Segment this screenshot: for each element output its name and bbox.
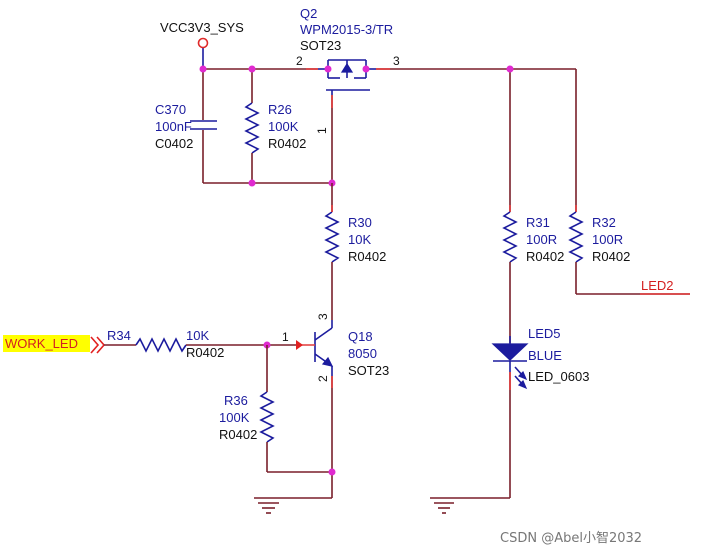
watermark: CSDN @Abel小智2032	[500, 531, 642, 546]
vcc-power-symbol	[197, 37, 209, 49]
c370-ref: C370	[155, 102, 186, 117]
r30-ref: R30	[348, 215, 372, 230]
q2-pin-2: 2	[296, 54, 303, 68]
ground-symbol-left	[254, 497, 283, 514]
r36-package: R0402	[219, 427, 257, 442]
junction-q2-source	[324, 65, 332, 73]
junction-q2-drain	[362, 65, 370, 73]
work-led-port-icon	[90, 336, 100, 354]
junction-r31	[506, 65, 514, 73]
q18-pin-1: 1	[282, 330, 289, 344]
r36-value: 100K	[219, 410, 250, 425]
r32-value: 100R	[592, 232, 623, 247]
q2-package: SOT23	[300, 38, 341, 53]
q18-base-arrow	[296, 340, 303, 350]
junction-r26-top	[248, 65, 256, 73]
r34-ref: R34	[107, 328, 131, 343]
r34-resistor-symbol	[135, 337, 187, 353]
r34-package: R0402	[186, 345, 224, 360]
q2-mosfet-symbol	[318, 59, 376, 95]
r32-ref: R32	[592, 215, 616, 230]
q18-transistor-symbol	[314, 320, 334, 376]
vcc-label: VCC3V3_SYS	[160, 20, 244, 35]
r31-resistor-symbol	[502, 211, 518, 263]
junction-vcc	[199, 65, 207, 73]
r30-resistor-symbol	[324, 211, 340, 263]
work-led-highlight	[3, 335, 90, 352]
q18-value: 8050	[348, 346, 377, 361]
r31-package: R0402	[526, 249, 564, 264]
led5-diode-symbol	[491, 336, 529, 390]
q2-pin-3: 3	[393, 54, 400, 68]
r32-resistor-symbol	[568, 211, 584, 263]
q18-package: SOT23	[348, 363, 389, 378]
r34-value: 10K	[186, 328, 209, 343]
r36-ref: R36	[224, 393, 248, 408]
r30-package: R0402	[348, 249, 386, 264]
r30-value: 10K	[348, 232, 371, 247]
junction-r26-bottom	[248, 179, 256, 187]
q2-ref: Q2	[300, 6, 317, 21]
q2-pin-1: 1	[315, 127, 329, 134]
led5-ref: LED5	[528, 326, 561, 341]
q2-value: WPM2015-3/TR	[300, 22, 393, 37]
ground-symbol-right	[430, 497, 458, 514]
junction-emitter	[328, 468, 336, 476]
r26-value: 100K	[268, 119, 299, 134]
led5-value: BLUE	[528, 348, 562, 363]
q18-pin-3: 3	[316, 313, 330, 320]
c370-package: C0402	[155, 136, 193, 151]
r31-value: 100R	[526, 232, 557, 247]
r32-package: R0402	[592, 249, 630, 264]
r26-resistor-symbol	[244, 102, 260, 154]
r36-resistor-symbol	[259, 391, 275, 443]
led5-package: LED_0603	[528, 369, 589, 384]
r26-ref: R26	[268, 102, 292, 117]
led2-net-label: LED2	[641, 278, 674, 293]
r26-package: R0402	[268, 136, 306, 151]
c370-value: 100nF	[155, 119, 192, 134]
work-led-net-label: WORK_LED	[5, 336, 78, 351]
q18-ref: Q18	[348, 329, 373, 344]
r31-ref: R31	[526, 215, 550, 230]
q18-pin-2: 2	[316, 375, 330, 382]
